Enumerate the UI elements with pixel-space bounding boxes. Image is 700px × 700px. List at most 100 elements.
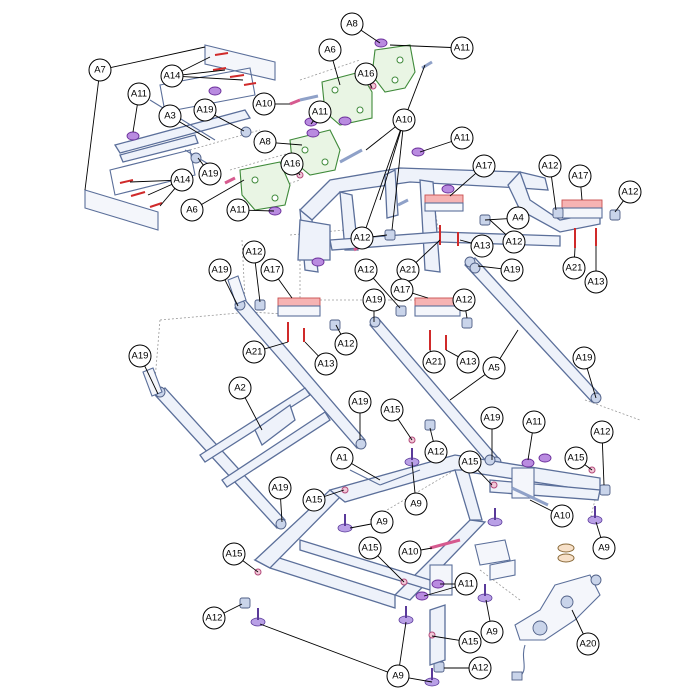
callout-circle: [386, 664, 410, 688]
callout-circle: [260, 258, 284, 282]
callout-a19: A19: [348, 390, 372, 414]
callout-label: A16: [358, 69, 375, 80]
callout-label: A19: [197, 105, 214, 116]
leader-line: [411, 461, 416, 494]
callout-label: A9: [392, 671, 404, 682]
leader-line: [201, 179, 245, 205]
callout-circle: [584, 270, 608, 294]
leader-line: [332, 60, 341, 86]
callout-label: A10: [402, 547, 419, 558]
clip-icon: [126, 38, 552, 601]
callout-circle: [404, 492, 428, 516]
callout-a11: A11: [308, 100, 332, 124]
callout-circle: [380, 398, 404, 422]
leader-line: [278, 278, 293, 299]
callout-circle: [568, 164, 592, 188]
leader-line: [129, 179, 172, 183]
callout-label: A11: [526, 417, 542, 428]
callout-label: A19: [212, 265, 229, 276]
callout-a12: A12: [242, 240, 266, 264]
leader-line: [351, 463, 381, 481]
callout-circle: [538, 154, 562, 178]
callout-a12: A12: [354, 258, 378, 282]
leader-line: [489, 219, 507, 235]
callout-circle: [242, 340, 266, 364]
callout-a12: A12: [202, 606, 226, 630]
leader-line: [254, 262, 261, 303]
callout-label: A15: [462, 457, 479, 468]
leader-line: [459, 239, 472, 244]
callout-a2: A2: [228, 376, 252, 400]
callout-label: A21: [426, 357, 443, 368]
callout-label: A15: [462, 637, 479, 648]
callout-circle: [592, 536, 616, 560]
callout-label: A15: [362, 543, 379, 554]
leader-line: [372, 234, 388, 238]
callout-circle: [456, 350, 480, 374]
leader-line: [445, 349, 459, 358]
scissor-arm-a5: [369, 256, 602, 469]
leader-line: [365, 126, 396, 151]
callout-a11: A11: [127, 82, 151, 106]
callout-a14: A14: [160, 64, 184, 88]
callout-circle: [480, 406, 504, 430]
callout-label: A19: [366, 295, 383, 306]
leader-line: [369, 83, 373, 89]
callout-label: A11: [230, 205, 246, 216]
callout-a21: A21: [396, 258, 420, 282]
callout-label: A13: [318, 359, 335, 370]
leader-line: [335, 324, 342, 335]
callout-a21: A21: [562, 256, 586, 280]
leader-line: [214, 114, 245, 132]
callout-a8: A8: [340, 12, 364, 36]
callout-a5: A5: [482, 356, 506, 380]
callout-circle: [253, 130, 277, 154]
callout-circle: [576, 632, 600, 656]
callout-label: A19: [352, 397, 369, 408]
callout-circle: [572, 346, 596, 370]
callout-label: A12: [358, 265, 375, 276]
callout-label: A21: [246, 347, 263, 358]
leader-line: [595, 521, 602, 538]
callout-circle: [348, 390, 372, 414]
callout-label: A10: [256, 99, 273, 110]
callout-a19: A19: [268, 476, 292, 500]
callout-a11: A11: [522, 410, 546, 434]
callout-a10: A10: [550, 504, 574, 528]
callout-circle: [502, 230, 526, 254]
callout-a10: A10: [252, 92, 276, 116]
callout-circle: [128, 344, 152, 368]
callout-a19: A19: [362, 288, 386, 312]
callout-label: A12: [354, 233, 371, 244]
callout-label: A19: [484, 413, 501, 424]
callout-a9: A9: [370, 510, 394, 534]
leader-line: [614, 200, 624, 213]
callout-a4: A4: [506, 206, 530, 230]
callout-circle: [450, 36, 474, 60]
callout-a12: A12: [468, 656, 492, 680]
callout-a13: A13: [470, 234, 494, 258]
callout-circle: [390, 278, 414, 302]
callout-label: A19: [576, 353, 593, 364]
leader-line: [499, 329, 519, 359]
callout-circle: [358, 536, 382, 560]
cap-icon: [239, 207, 621, 673]
callout-circle: [550, 504, 574, 528]
leader-line: [244, 397, 263, 431]
callout-circle: [268, 476, 292, 500]
callout-label: A15: [306, 495, 323, 506]
callout-a19: A19: [572, 346, 596, 370]
callout-circle: [198, 162, 222, 186]
callout-a17: A17: [260, 258, 284, 282]
callout-label: A17: [572, 171, 589, 182]
leader-line: [477, 265, 502, 270]
callout-circle: [208, 258, 232, 282]
callout-a19: A19: [480, 406, 504, 430]
callout-a9: A9: [386, 664, 410, 688]
callout-a15: A15: [458, 450, 482, 474]
callout-circle: [362, 288, 386, 312]
callout-a11: A11: [450, 36, 474, 60]
callout-a12: A12: [350, 226, 374, 250]
leader-line: [377, 555, 405, 583]
